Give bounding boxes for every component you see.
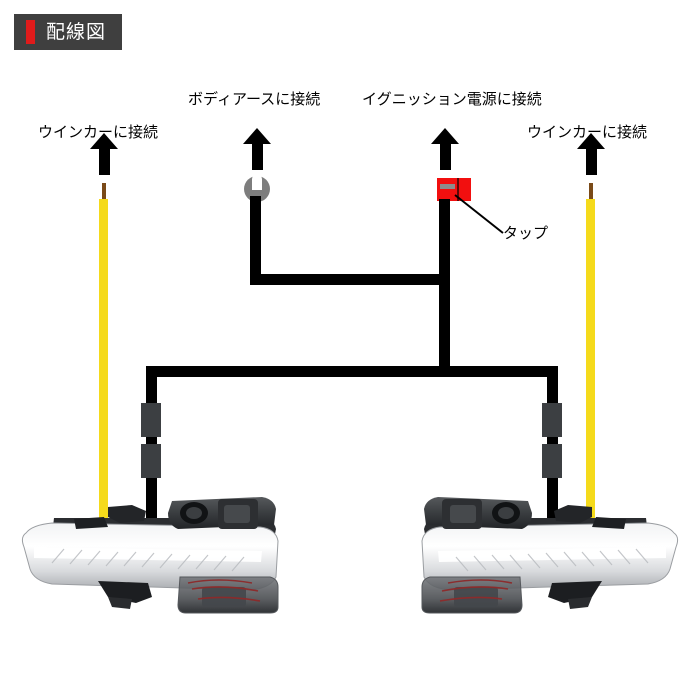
- lamp-left-tab: [592, 517, 626, 529]
- left-lamp-harness-wire: [146, 366, 157, 518]
- diagram-title-badge: 配線図: [14, 14, 123, 50]
- label-right-turn-signal: ウインカーに接続: [527, 124, 648, 141]
- arrow-up-left-turn-signal: [90, 133, 118, 175]
- mirror-led-turn-signal-right: [408, 485, 688, 615]
- lamp-left-tab: [74, 517, 108, 529]
- lamp-left-clip: [554, 505, 592, 523]
- inline-connector-left-lower: [141, 444, 161, 478]
- tap-leader-line: [454, 194, 504, 234]
- tap-connector-divider: [457, 178, 459, 201]
- lamp-internal-wiring: [439, 579, 513, 602]
- badge-accent-bar: [26, 20, 35, 44]
- lamp-bracket-hole-inner: [498, 507, 514, 519]
- lamp-internal-wiring: [187, 579, 261, 602]
- arrow-head: [431, 128, 459, 144]
- distribution-bus-wire: [146, 366, 558, 377]
- left-signal-wire-copper-tip: [102, 183, 106, 203]
- lamp-lens-prisms: [51, 548, 245, 572]
- inline-connector-left-upper: [141, 403, 161, 437]
- tap-connector-slot: [440, 184, 455, 189]
- arrow-up-right-turn-signal: [577, 133, 605, 175]
- tap-connector: [437, 178, 471, 201]
- right-lamp-harness-wire: [547, 366, 558, 518]
- lamp-bracket-block-face: [224, 505, 250, 523]
- inline-connector-right-lower: [542, 444, 562, 478]
- arrow-head: [90, 133, 118, 149]
- arrow-shaft: [252, 142, 263, 170]
- mirror-led-turn-signal-left: [12, 485, 292, 615]
- left-signal-wire: [99, 199, 108, 521]
- label-body-ground: ボディアースに接続: [188, 91, 321, 108]
- lamp-lens-prisms: [455, 548, 649, 572]
- arrow-shaft: [99, 147, 110, 175]
- arrow-head: [577, 133, 605, 149]
- lamp-bracket-hole-inner: [186, 507, 202, 519]
- fork-terminal-slot: [252, 174, 262, 190]
- ground-wire-vertical: [250, 196, 261, 285]
- right-signal-wire: [586, 199, 595, 521]
- inline-connector-right-upper: [542, 403, 562, 437]
- arrow-up-ignition-power: [431, 128, 459, 170]
- label-ignition-power: イグニッション電源に接続: [362, 91, 542, 108]
- lamp-bracket-block-face: [450, 505, 476, 523]
- label-tap: タップ: [503, 225, 549, 242]
- arrow-up-body-ground: [243, 128, 271, 170]
- diagram-title-text: 配線図: [46, 21, 107, 43]
- arrow-shaft: [586, 147, 597, 175]
- ground-wire-horizontal: [250, 274, 450, 285]
- lamp-left-clip: [108, 505, 146, 523]
- right-signal-wire-copper-tip: [589, 183, 593, 203]
- arrow-head: [243, 128, 271, 144]
- lamp-bottom-clip-foot: [108, 597, 132, 609]
- label-left-turn-signal: ウインカーに接続: [38, 124, 159, 141]
- lamp-bottom-clip-foot: [568, 597, 592, 609]
- arrow-shaft: [440, 142, 451, 170]
- ignition-trunk-wire: [439, 199, 450, 377]
